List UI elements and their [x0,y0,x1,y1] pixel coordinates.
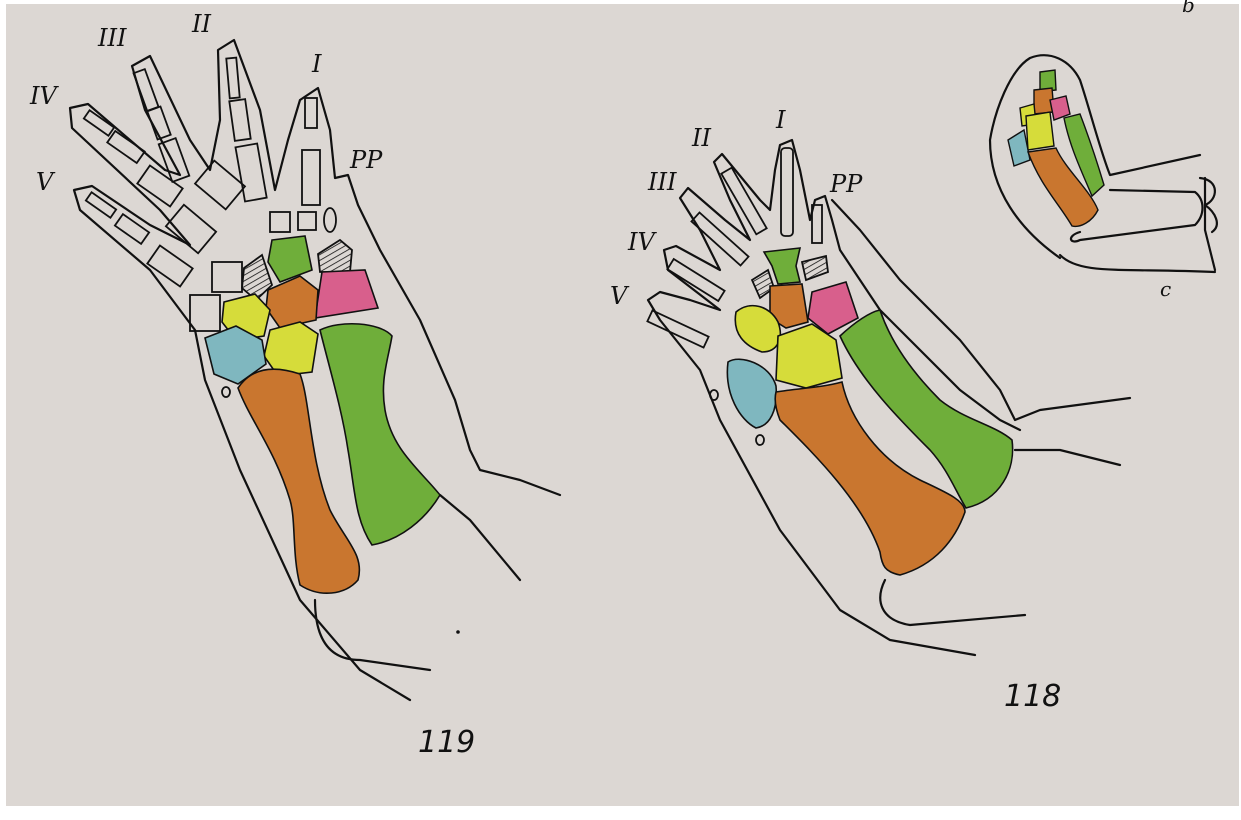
figure-119-digit-label-iv: IV [29,82,59,110]
figure-119-digit-label-iii: III [97,24,127,52]
figure-118-digit-label-iv: IV [627,228,657,256]
inset-corner-mark: b [1182,0,1195,17]
figure-118-digit-label-iii: III [647,168,677,196]
figure-118-digit-label-ii: II [691,124,711,152]
inset-carpal-yellow [1026,112,1054,150]
figure-119-prepollex-label: PP [349,146,383,174]
figure-118-prepollex-label: PP [829,170,863,198]
figure-119-carpal-yellow-2 [264,322,318,376]
figure-118-digit-label-v: V [610,282,630,310]
figure-118-number: 118 [1004,679,1061,714]
inset-label-c: c [1160,277,1171,301]
figure-119-digit-label-i: I [311,50,322,78]
figure-119-digit-label-v: V [36,168,56,196]
page-dot [456,630,460,634]
figure-119-digit-label-ii: II [191,10,211,38]
figure-118-digit-label-i: I [775,106,786,134]
figure-119-number: 119 [418,725,475,760]
